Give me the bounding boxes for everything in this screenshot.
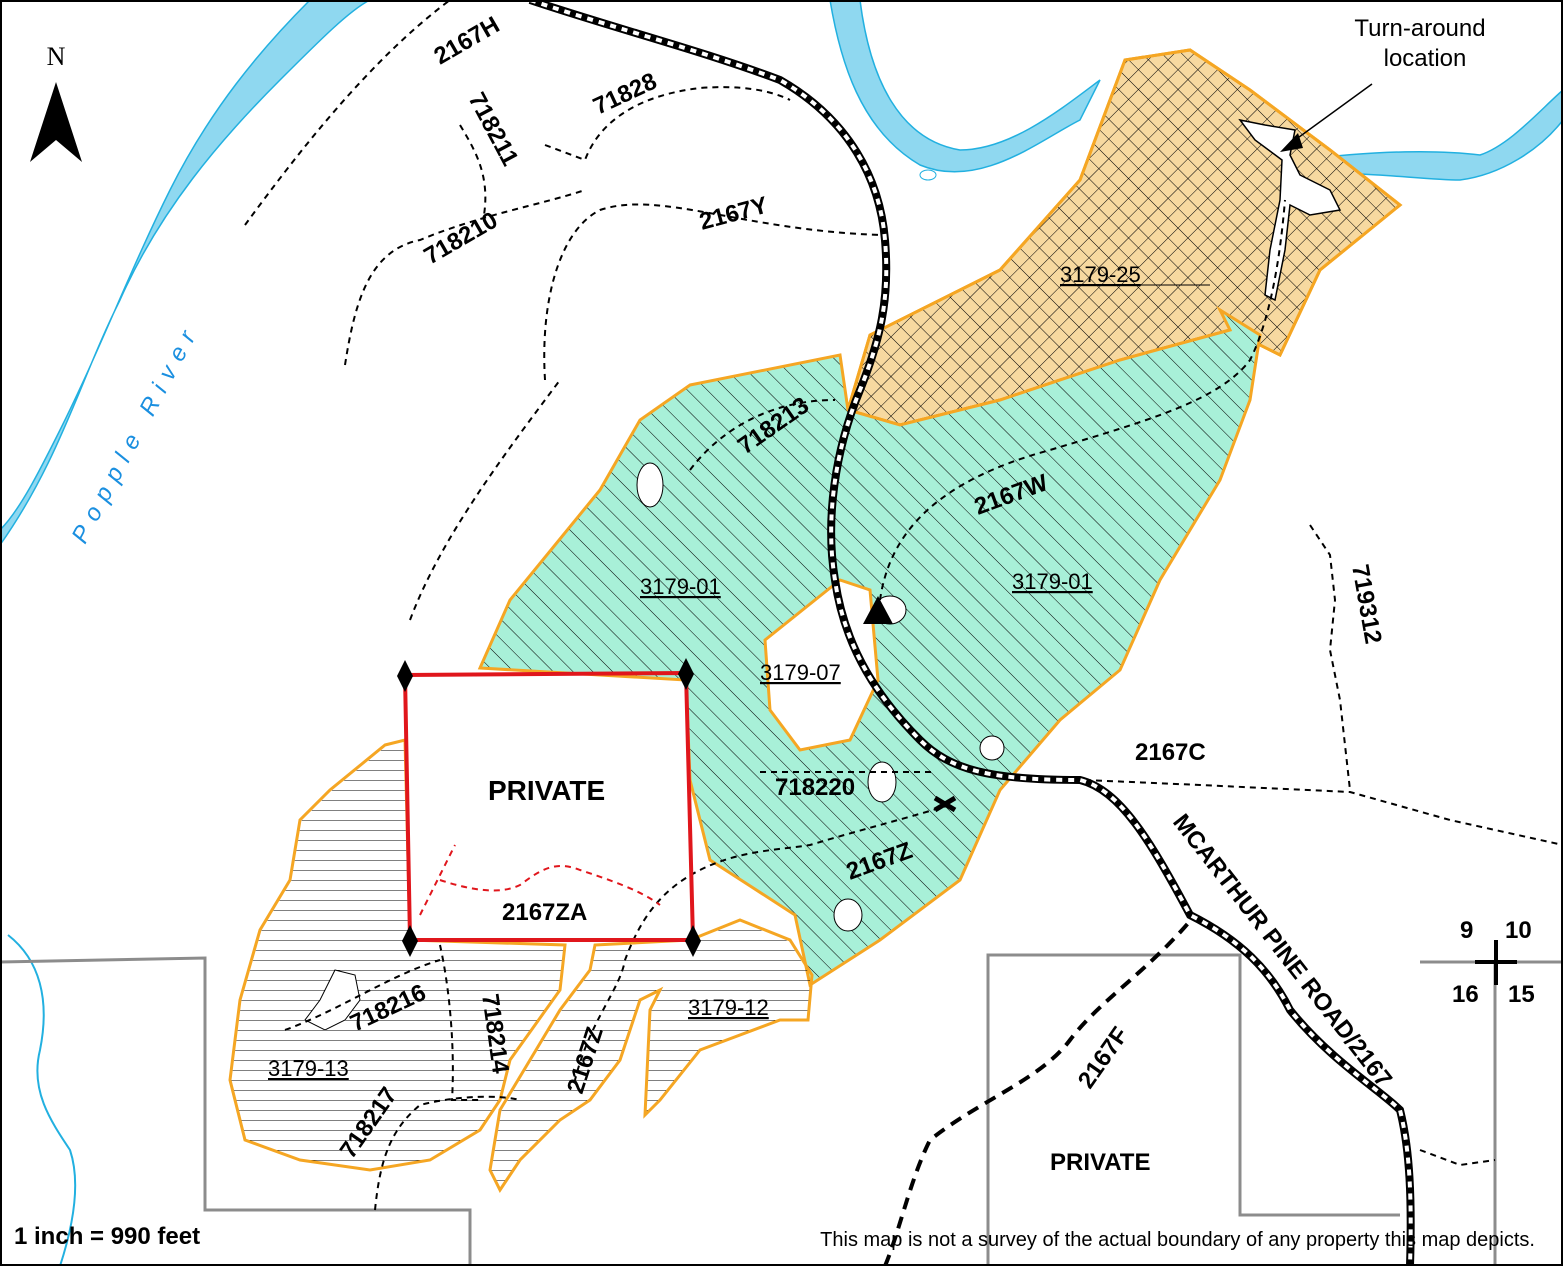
label-2167C: 2167C [1135,739,1206,766]
section-corner-cross [1475,940,1517,985]
corner-sw [402,925,418,957]
label-71828: 71828 [589,68,661,121]
label-private-north: PRIVATE [488,775,605,806]
section-line-south-private [986,953,1400,1266]
gate-marker [933,795,957,813]
trail-719312 [1309,524,1351,791]
label-2167H: 2167H [430,11,505,70]
northern-stream [829,0,1101,173]
opening-1 [636,462,664,508]
trail-southeast-spur [1419,1149,1496,1167]
label-stand-3179-12: 3179-12 [688,995,769,1020]
northeast-stream [1298,89,1563,181]
label-2167Y: 2167Y [697,192,771,236]
opening-5 [833,898,863,932]
label-private-south: PRIVATE [1050,1149,1150,1176]
trail-2167F [883,913,1197,1266]
trail-2167Y [543,203,881,381]
trail-718210 [344,189,586,366]
stand-3179-07 [763,578,880,752]
section-number-16: 16 [1452,981,1479,1008]
disclaimer-note: This map is not a survey of the actual b… [820,1229,1535,1251]
trail-2167ZA-red [419,844,661,916]
turnaround-label-line1: Turn-around [1354,15,1485,42]
label-2167F: 2167F [1073,1022,1134,1093]
trail-2167C [1084,779,1563,846]
section-line-east [1420,960,1563,1266]
turnaround-label-line2: location [1384,45,1467,72]
trail-2167Z-east [574,804,951,1081]
label-stand-3179-01-east: 3179-01 [1012,569,1093,594]
trail-718211 [459,124,487,216]
label-718210: 718210 [420,207,503,270]
trail-2167H [244,0,451,226]
north-arrow-icon [30,82,82,162]
section-number-15: 15 [1508,981,1535,1008]
label-mcarthur-pine-road: MCARTHUR PINE ROAD/2167 [1167,809,1397,1093]
corner-se [685,925,701,957]
label-stand-3179-25: 3179-25 [1060,262,1141,287]
section-number-10: 10 [1505,917,1532,944]
western-creek [7,934,77,1266]
trail-north-ridge [409,379,561,621]
trail-718214 [439,944,480,1101]
turnaround-arrow-line [1294,83,1373,141]
corner-ne [678,658,694,690]
label-718211: 718211 [463,88,524,170]
pond-small [919,169,937,181]
landing-triangle-marker [863,596,893,624]
river-label: Popple River [66,318,205,547]
label-2167ZA: 2167ZA [502,899,587,926]
mcarthur-pine-road-dash [529,0,1413,1266]
opening-3 [979,735,1005,761]
stand-3179-12 [488,918,814,1193]
label-stand-3179-13: 3179-13 [268,1056,349,1081]
trail-71828 [544,86,791,162]
label-718220: 718220 [775,774,855,801]
label-719312: 719312 [1346,562,1386,646]
label-stand-3179-07: 3179-07 [760,660,841,685]
opening-4 [867,761,897,803]
stand-3179-13-hatch [228,738,567,1172]
popple-river [0,0,371,547]
scale-note: 1 inch = 990 feet [14,1223,200,1250]
trail-718213 [689,399,836,471]
trail-2167W [879,199,1286,601]
north-letter: N [47,42,66,71]
section-line-west [0,956,472,1266]
corner-nw [397,660,413,692]
turnaround-arrowhead [1280,133,1303,152]
section-number-9: 9 [1460,917,1473,944]
label-stand-3179-01-west: 3179-01 [640,574,721,599]
